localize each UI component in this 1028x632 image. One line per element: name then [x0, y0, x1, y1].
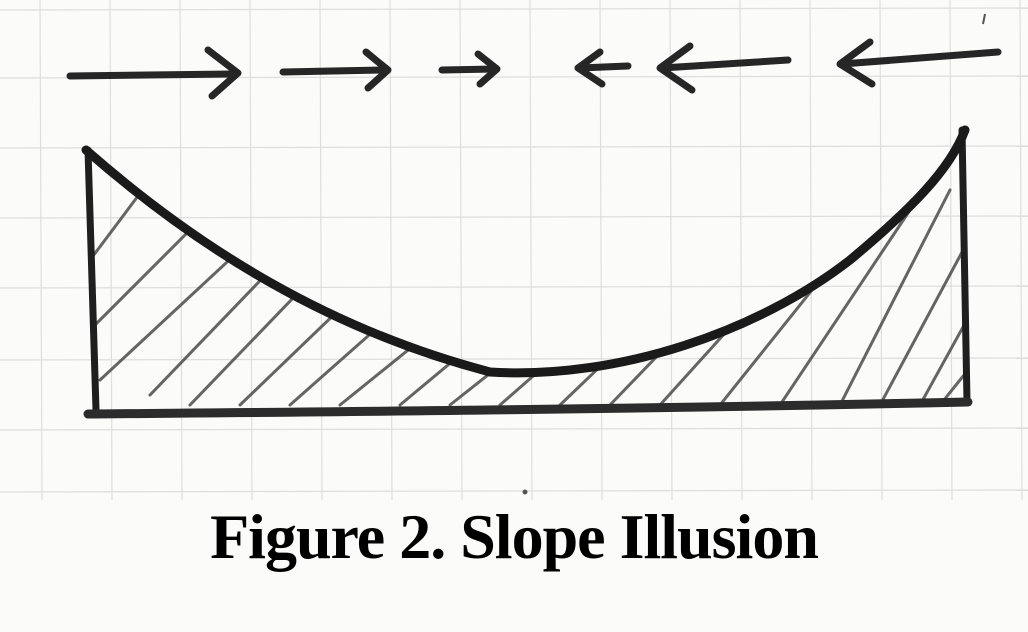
- slope-illusion-sketch: [0, 0, 1028, 500]
- container-outline: [83, 126, 973, 419]
- pencil-tick: [982, 13, 986, 25]
- grid-paper: [0, 0, 1028, 500]
- slope-curve: [81, 125, 970, 378]
- force-arrows: [66, 38, 1002, 100]
- arrow-left-3: [836, 38, 1002, 88]
- pencil-dot: [522, 489, 528, 495]
- arrow-left-1: [574, 48, 632, 88]
- arrow-right-1: [66, 46, 242, 100]
- arrow-right-3: [438, 50, 501, 88]
- arrow-right-2: [279, 48, 392, 92]
- arrow-left-2: [656, 42, 792, 94]
- figure-caption: Figure 2. Slope Illusion: [210, 501, 819, 572]
